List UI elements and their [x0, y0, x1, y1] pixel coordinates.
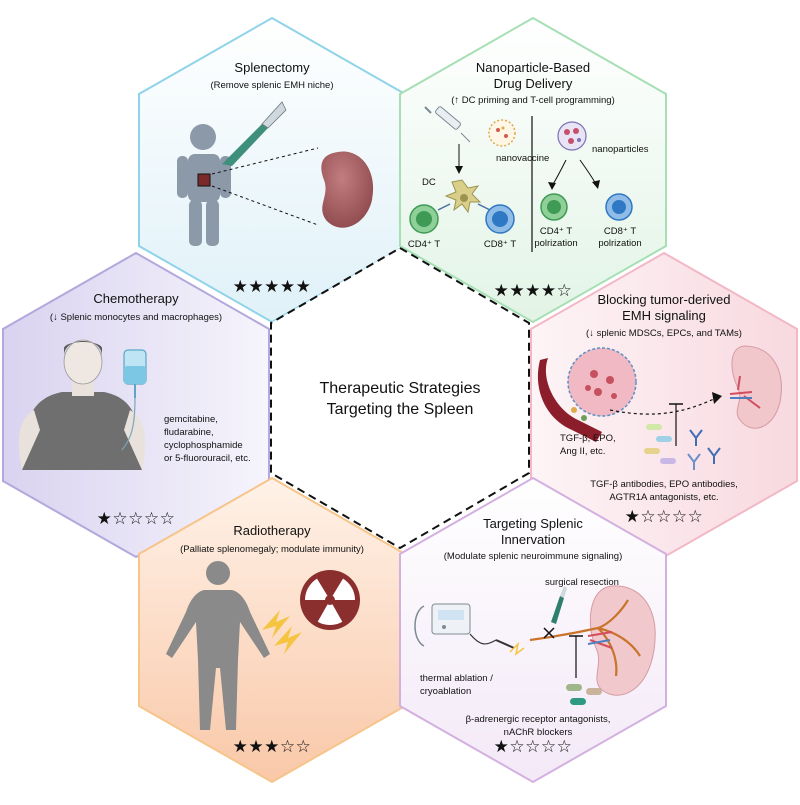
cd4-label: CD4⁺ T	[408, 239, 440, 250]
blocking-agents-2: AGTR1A antagonists, etc.	[609, 492, 718, 503]
cd4-pol-label-1: CD4⁺ T	[540, 226, 572, 237]
hex-chemotherapy	[2, 251, 270, 559]
splenectomy-rating: ★★★★★	[233, 277, 312, 296]
nanovaccine-icon	[488, 119, 516, 147]
nanoparticle-icon	[557, 121, 587, 151]
chemotherapy-rating: ★☆☆☆☆	[97, 509, 176, 528]
chemo-drug-2: fludarabine,	[164, 427, 214, 438]
syringe-icon	[424, 106, 471, 143]
patient-icon	[18, 339, 146, 470]
ablation-device-icon	[414, 603, 525, 656]
nanoparticles-label: nanoparticles	[592, 144, 649, 155]
nanoparticle-subtitle: (↑ DC priming and T-cell programming)	[451, 95, 615, 106]
target-spleen-icon	[731, 345, 782, 429]
chemo-drug-1: gemcitabine,	[164, 414, 218, 425]
tumor-icon	[537, 347, 637, 442]
nanoparticle-title-line2: Drug Delivery	[494, 76, 573, 91]
radiotherapy-title: Radiotherapy	[233, 523, 311, 538]
radiation-beam-icon	[262, 610, 302, 654]
thermal-ablation-label-1: thermal ablation /	[420, 673, 493, 684]
cd4-cell-nucleus	[416, 211, 432, 227]
nerve-cut-icon	[543, 627, 555, 639]
splenic-nerve	[529, 599, 641, 677]
blocking-title-line2: EMH signaling	[622, 308, 706, 323]
zoom-line-bottom	[211, 185, 319, 226]
cd8-cell-nucleus	[492, 211, 508, 227]
innervation-title-line1: Targeting Splenic	[483, 516, 583, 531]
center-hexagon	[270, 246, 530, 550]
innervation-title-line2: Innervation	[501, 532, 565, 547]
cd4-polarized-nucleus	[547, 200, 561, 214]
splenic-vein	[587, 639, 611, 645]
innervation-agents-1: β-adrenergic receptor antagonists,	[466, 714, 611, 725]
scalpel-icon	[222, 101, 287, 166]
blocking-title-line1: Blocking tumor-derived	[598, 292, 731, 307]
hex-nanoparticle	[399, 16, 667, 324]
surgical-resection-label: surgical resection	[545, 577, 619, 588]
spleen-icon	[321, 151, 374, 228]
receptor-antagonist-icons	[566, 684, 602, 705]
signal-arrow-head	[712, 392, 722, 404]
arrow-to-dc-head	[455, 166, 463, 174]
innervation-subtitle: (Modulate splenic neuroimmune signaling)	[444, 551, 622, 562]
chemotherapy-title: Chemotherapy	[93, 291, 179, 306]
radiotherapy-subtitle: (Palliate splenomegaly; modulate immunit…	[180, 544, 364, 555]
iv-bag-icon	[121, 349, 147, 451]
dc-cd8-link	[477, 203, 491, 211]
incision-site	[197, 173, 211, 187]
cd4-pol-label-2: polrization	[534, 238, 577, 249]
surgical-scalpel-icon	[551, 586, 567, 624]
blocking-factors-2: Ang II, etc.	[560, 446, 605, 457]
blocking-factors-1: TGF-β, EPO,	[560, 433, 616, 444]
nanovaccine-label: nanovaccine	[496, 153, 549, 164]
hex-innervation	[399, 476, 667, 784]
cd8-label: CD8⁺ T	[484, 239, 516, 250]
splenectomy-title: Splenectomy	[234, 60, 310, 75]
center-title-line1: Therapeutic Strategies	[320, 380, 481, 397]
cd8-polarized-nucleus	[612, 200, 626, 214]
person-icon	[177, 124, 231, 246]
blocking-subtitle: (↓ splenic MDSCs, EPCs, and TAMs)	[586, 328, 742, 339]
innervation-agents-2: nAChR blockers	[504, 727, 573, 738]
splenic-artery	[587, 631, 613, 649]
cd8-pol-label-1: CD8⁺ T	[604, 226, 636, 237]
dc-label: DC	[422, 177, 436, 188]
innervation-rating: ★☆☆☆☆	[494, 737, 573, 756]
radiotherapy-rating: ★★★☆☆	[233, 737, 312, 756]
body-silhouette-icon	[166, 561, 270, 730]
innervated-spleen-icon	[589, 585, 656, 696]
antibody-icons	[644, 424, 721, 470]
cd8-pol-label-2: polrization	[598, 238, 641, 249]
arrow-np-cd4-head	[548, 182, 556, 190]
dendritic-cell-icon	[444, 179, 482, 214]
nanoparticle-rating: ★★★★☆	[494, 281, 573, 300]
blocking-agents-1: TGF-β antibodies, EPO antibodies,	[590, 479, 738, 490]
nanoparticle-title-line1: Nanoparticle-Based	[476, 60, 590, 75]
chemo-drug-3: cyclophosphamide	[164, 440, 243, 451]
dc-cd4-link	[437, 203, 451, 211]
chemo-drug-4: or 5-fluorouracil, etc.	[164, 453, 251, 464]
radiation-symbol-icon	[300, 570, 360, 630]
thermal-ablation-label-2: cryoablation	[420, 686, 471, 697]
signal-arrow	[609, 397, 717, 415]
blocking-rating: ★☆☆☆☆	[625, 507, 704, 526]
arrow-np-cd8-head	[592, 180, 600, 189]
splenectomy-subtitle: (Remove splenic EMH niche)	[210, 80, 333, 91]
chemotherapy-subtitle: (↓ Splenic monocytes and macrophages)	[50, 312, 222, 323]
center-title-line2: Targeting the Spleen	[327, 401, 474, 418]
zoom-line-top	[211, 147, 319, 175]
